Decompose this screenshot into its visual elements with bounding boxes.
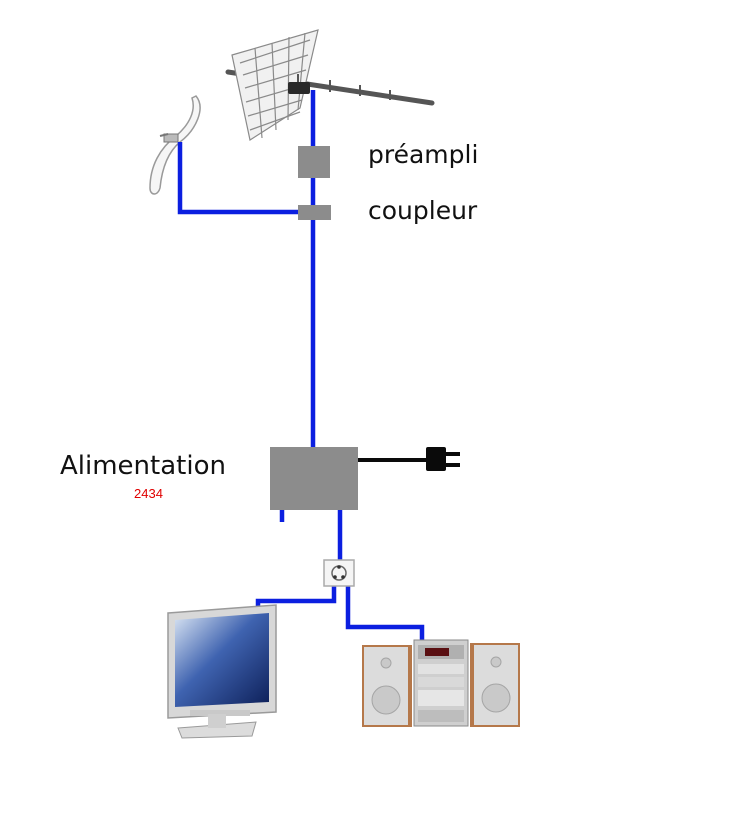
fm-dipole-antenna-icon	[149, 95, 201, 195]
preampli-label: préampli	[368, 140, 479, 169]
power-plug-icon	[358, 447, 460, 471]
cable-socket-to-tv	[255, 585, 337, 610]
coax-cables	[177, 90, 425, 643]
cable-socket-to-hifi	[345, 585, 425, 643]
coupleur-label: coupleur	[368, 196, 478, 225]
preampli-box	[298, 146, 330, 178]
alimentation-label: Alimentation	[60, 451, 226, 481]
coupleur-box	[298, 205, 331, 220]
cable-fm-to-coupleur	[177, 142, 302, 215]
alimentation-code-label: 2434	[134, 486, 163, 501]
hifi-system-icon	[362, 639, 520, 727]
tv-monitor-icon	[167, 604, 277, 739]
wall-socket-icon	[323, 559, 355, 587]
alimentation-box	[270, 447, 358, 510]
uhf-antenna-icon	[225, 29, 435, 141]
